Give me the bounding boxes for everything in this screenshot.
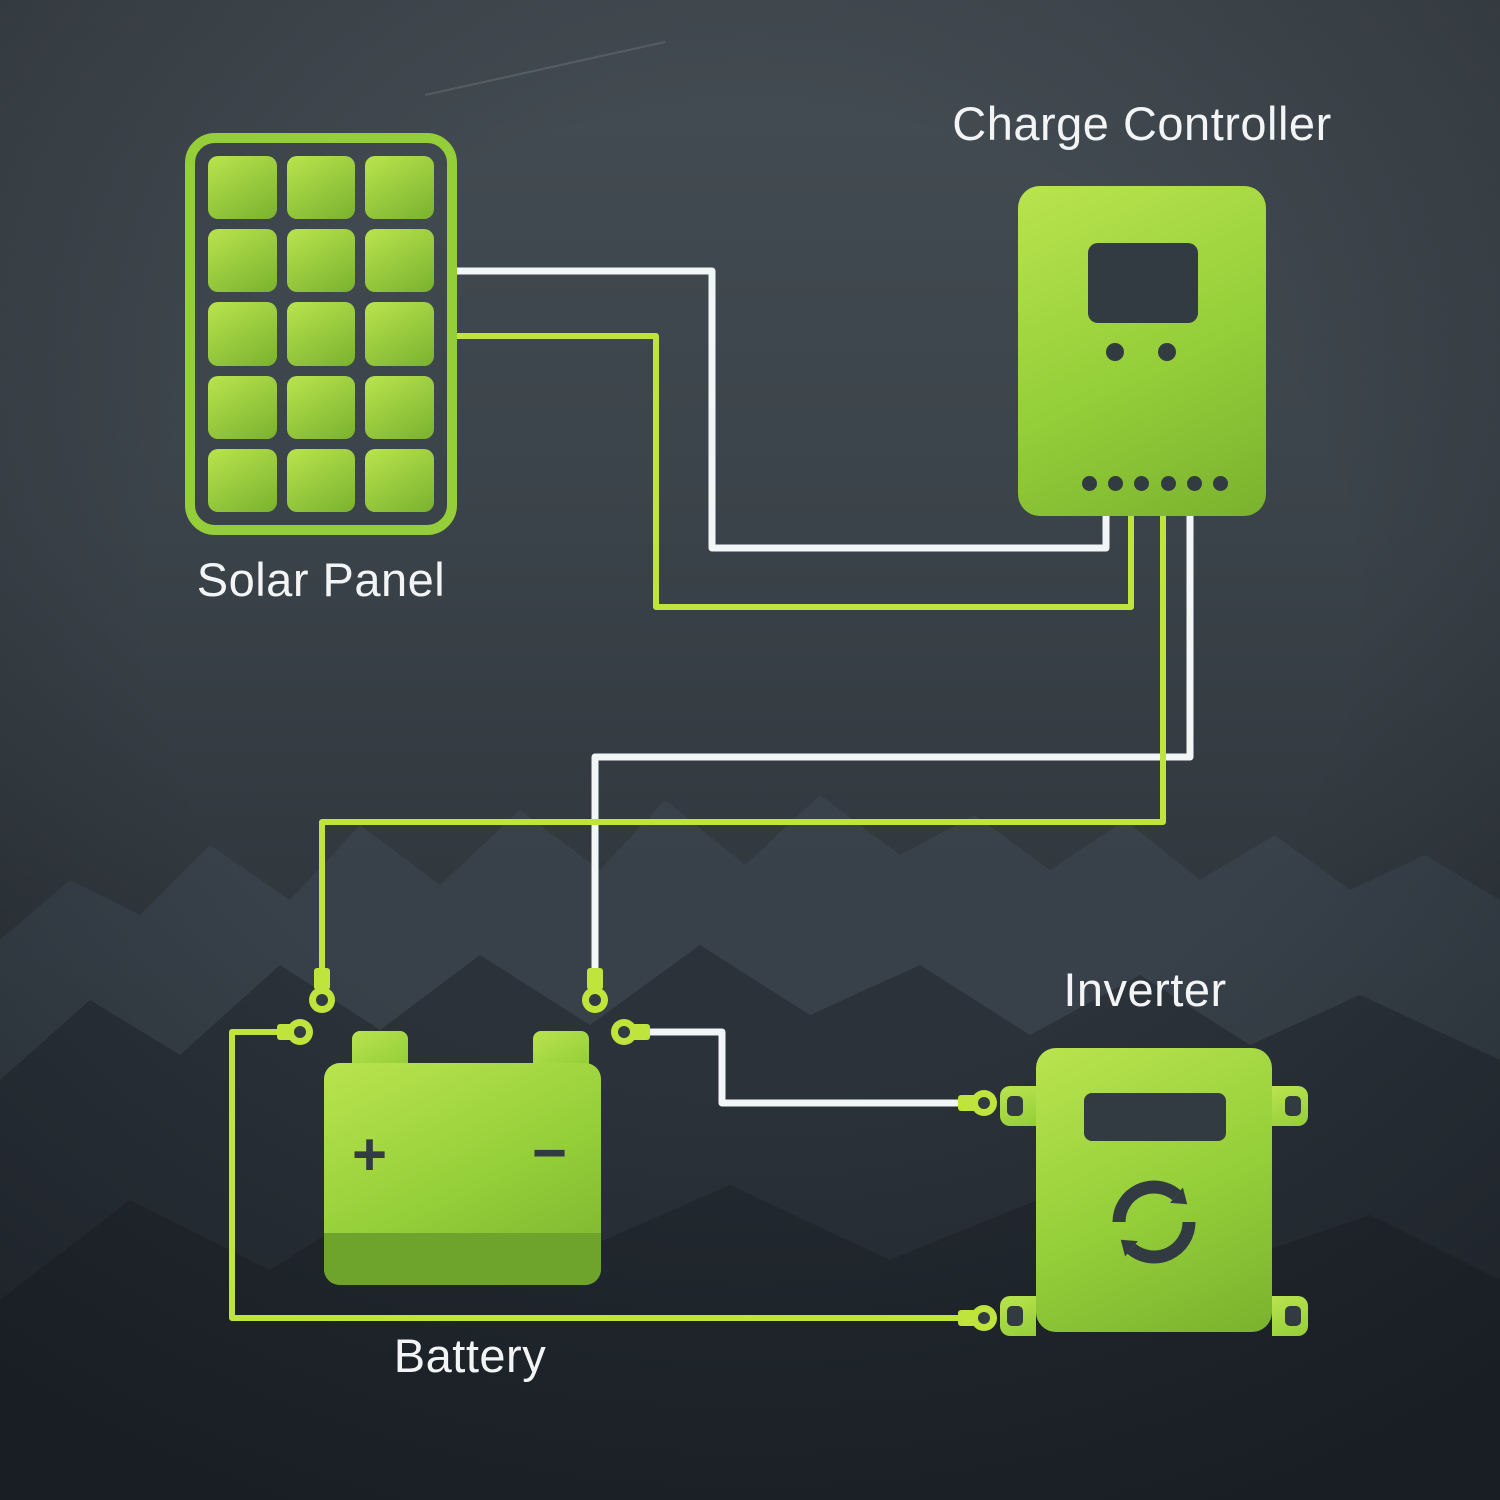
- solar-cell: [286, 156, 356, 220]
- inverter-label: Inverter: [1063, 963, 1227, 1016]
- solar-cell: [286, 448, 356, 512]
- controller-display-screen: [1088, 243, 1198, 323]
- wire-battery-to-inverter-white: [649, 1028, 968, 1107]
- inverter-mount-tab: [1272, 1086, 1308, 1126]
- ring-terminal-battery-positive-side: [277, 1019, 313, 1045]
- terminal-dot: [1082, 476, 1097, 491]
- wire-solar-to-controller-green: [455, 333, 1134, 610]
- controller-terminal-dots: [1082, 476, 1228, 491]
- wire-battery-to-inverter-green: [229, 1029, 968, 1321]
- ring-terminal-inverter-top: [958, 1090, 997, 1116]
- minus-icon: −: [532, 1119, 568, 1186]
- solar-cell: [286, 302, 356, 366]
- battery-icon: + −: [324, 1063, 601, 1285]
- battery-base-band: [324, 1233, 601, 1285]
- solar-panel-label: Solar Panel: [196, 553, 446, 606]
- solar-cell: [208, 302, 277, 366]
- ring-terminal-battery-negative-side: [611, 1019, 650, 1045]
- solar-cell: [365, 448, 434, 512]
- charge-controller-label: Charge Controller: [952, 97, 1332, 150]
- solar-cell: [208, 448, 277, 512]
- solar-cell: [286, 229, 356, 293]
- terminal-dot: [1134, 476, 1150, 491]
- terminal-dot: [1160, 476, 1176, 491]
- background-power-line: [424, 41, 666, 96]
- solar-cell: [365, 156, 434, 220]
- terminal-dot: [1186, 476, 1202, 491]
- solar-cell: [208, 229, 277, 293]
- solar-cell: [365, 375, 434, 439]
- wire-controller-to-battery-white: [591, 512, 1194, 975]
- solar-cell: [286, 375, 356, 439]
- battery-label: Battery: [393, 1329, 547, 1382]
- terminal-dot: [1212, 476, 1228, 491]
- solar-cell: [365, 302, 434, 366]
- ring-terminal-inverter-bottom: [958, 1305, 997, 1331]
- inverter-mount-tab: [1272, 1296, 1308, 1336]
- terminal-dot: [1108, 476, 1124, 491]
- battery-post-positive: [352, 1031, 408, 1065]
- wire-controller-to-battery-green: [319, 512, 1166, 975]
- sync-arrows-icon: [1112, 1180, 1196, 1264]
- solar-cell: [365, 229, 434, 293]
- inverter-mount-tab: [1000, 1086, 1036, 1126]
- inverter-display-slot: [1084, 1093, 1226, 1141]
- solar-cell: [208, 375, 277, 439]
- controller-indicator-dot: [1158, 343, 1176, 361]
- inverter-mount-tab: [1000, 1296, 1036, 1336]
- ring-terminal-battery-positive-top: [309, 968, 335, 1013]
- solar-panel-icon: [185, 133, 457, 535]
- plus-icon: +: [352, 1121, 388, 1188]
- ring-terminal-battery-negative-top: [582, 968, 608, 1013]
- battery-post-negative: [533, 1031, 589, 1065]
- charge-controller-icon: [1018, 186, 1266, 516]
- controller-indicator-dot: [1106, 343, 1124, 361]
- solar-cell: [208, 156, 277, 220]
- wire-solar-to-controller-white: [455, 267, 1110, 552]
